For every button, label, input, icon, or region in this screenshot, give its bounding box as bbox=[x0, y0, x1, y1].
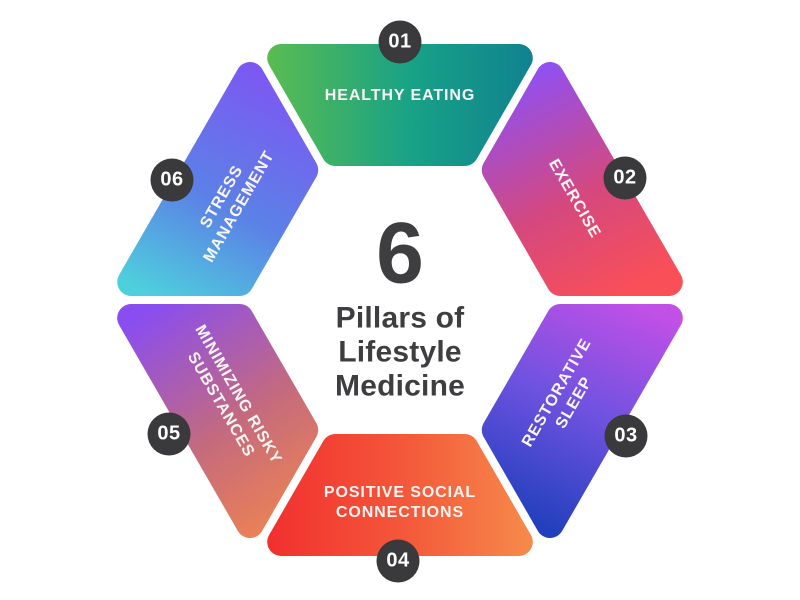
big-number: 6 bbox=[376, 205, 424, 302]
title-line: Lifestyle bbox=[338, 335, 462, 369]
label-line: HEALTHY EATING bbox=[324, 87, 476, 104]
badge-number: 03 bbox=[614, 424, 638, 447]
badge-stress-management: 06 bbox=[150, 158, 194, 202]
title-line: Pillars of bbox=[335, 301, 465, 335]
segment-positive-social-connections bbox=[267, 434, 533, 556]
badge-positive-social-connections: 04 bbox=[376, 539, 420, 583]
label-line: CONNECTIONS bbox=[335, 504, 465, 521]
badge-minimizing-risky-substances: 05 bbox=[147, 412, 191, 456]
badge-number: 02 bbox=[613, 166, 637, 189]
badge-healthy-eating: 01 bbox=[378, 20, 422, 64]
segment-restorative-sleep bbox=[481, 304, 683, 538]
badge-number: 05 bbox=[157, 422, 181, 445]
badge-number: 04 bbox=[386, 549, 410, 572]
label-positive-social-connections: POSITIVE SOCIAL CONNECTIONS bbox=[324, 483, 476, 523]
label-healthy-eating: HEALTHY EATING bbox=[325, 86, 475, 106]
segment-exercise bbox=[481, 62, 683, 296]
segment-stress-management bbox=[117, 62, 319, 296]
badge-restorative-sleep: 03 bbox=[604, 414, 648, 458]
title-line: Medicine bbox=[335, 369, 465, 403]
segment-healthy-eating bbox=[267, 44, 533, 166]
label-line: POSITIVE SOCIAL bbox=[323, 484, 477, 501]
center-title: 6 Pillars of Lifestyle Medicine bbox=[335, 205, 465, 403]
badge-exercise: 02 bbox=[603, 156, 647, 200]
badge-number: 01 bbox=[388, 30, 412, 53]
badge-number: 06 bbox=[160, 168, 184, 191]
segment-minimizing-risky-substances bbox=[117, 304, 319, 538]
